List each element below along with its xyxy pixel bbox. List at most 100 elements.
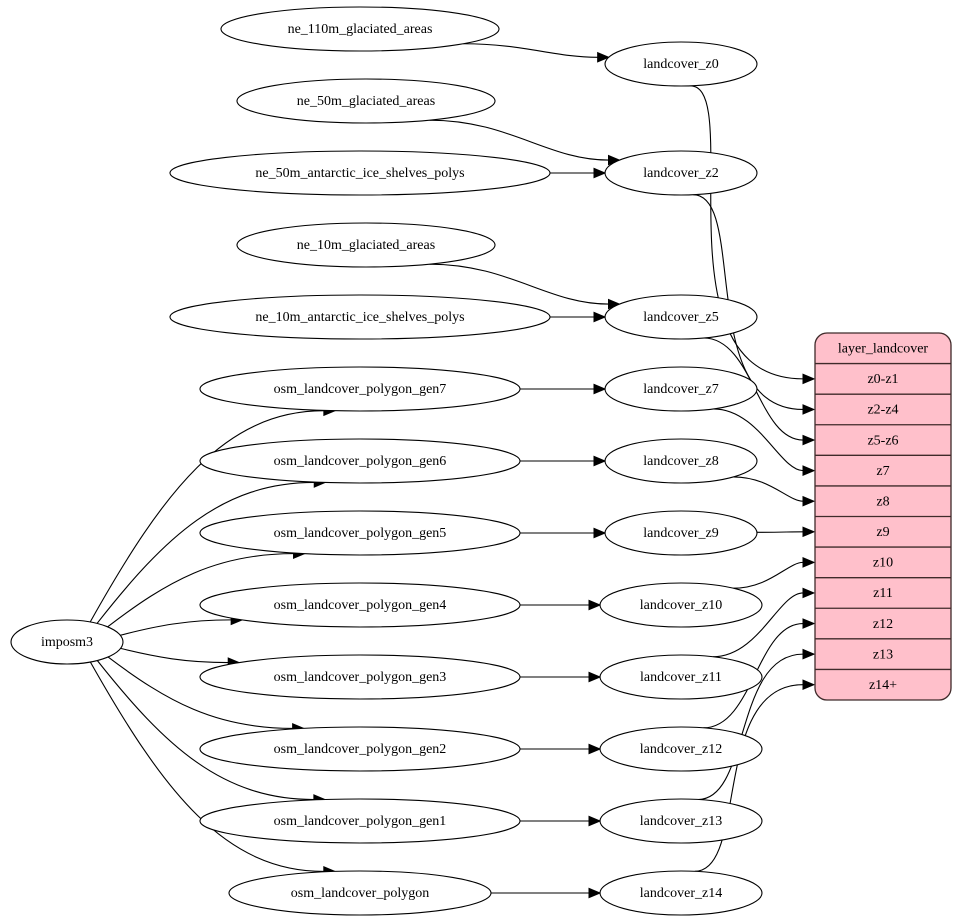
edge-arrowhead: [802, 434, 816, 446]
node-label-landcover_z11: landcover_z11: [640, 670, 722, 685]
node-shape-landcover_z14: [599, 870, 763, 916]
node-osm_landcover_polygon_gen3[interactable]: osm_landcover_polygon_gen3: [199, 654, 521, 700]
edge-line: [756, 531, 804, 533]
edge-line: [89, 661, 324, 872]
node-landcover_z5[interactable]: landcover_z5: [604, 294, 758, 340]
node-label-landcover_z8: landcover_z8: [643, 454, 718, 469]
record-row-z12[interactable]: z12: [873, 617, 893, 632]
edge-osm_landcover_polygon_gen1-to-landcover_z13: [520, 815, 602, 827]
node-osm_landcover_polygon_gen1[interactable]: osm_landcover_polygon_gen1: [199, 798, 521, 844]
edge-arrowhead: [802, 526, 816, 538]
edge-arrowhead: [593, 383, 607, 395]
edge-line: [713, 408, 804, 472]
node-shape-osm_landcover_polygon_gen6: [199, 438, 521, 484]
record-row-z11[interactable]: z11: [873, 586, 893, 601]
node-landcover_z2[interactable]: landcover_z2: [604, 150, 758, 196]
node-landcover_z10[interactable]: landcover_z10: [599, 582, 763, 628]
edge-osm_landcover_polygon_gen7-to-landcover_z7: [520, 383, 607, 395]
node-ne_10m_antarctic_ice_shelves_polys[interactable]: ne_10m_antarctic_ice_shelves_polys: [169, 294, 551, 340]
edge-arrowhead: [593, 311, 607, 323]
record-row-z10[interactable]: z10: [873, 556, 893, 571]
node-label-osm_landcover_polygon_gen1: osm_landcover_polygon_gen1: [274, 814, 447, 829]
record-row-z13[interactable]: z13: [873, 647, 893, 662]
edge-line: [429, 119, 609, 161]
edge-arrowhead: [588, 743, 602, 755]
record-row-z9[interactable]: z9: [876, 525, 889, 540]
node-landcover_z9[interactable]: landcover_z9: [604, 510, 758, 556]
node-osm_landcover_polygon[interactable]: osm_landcover_polygon: [228, 870, 492, 916]
node-ne_10m_glaciated_areas[interactable]: ne_10m_glaciated_areas: [236, 222, 496, 268]
edge-arrowhead: [588, 671, 602, 683]
node-label-osm_landcover_polygon_gen4: osm_landcover_polygon_gen4: [274, 598, 447, 613]
edge-landcover_z7-to-layer_landcover-z7: [713, 408, 816, 476]
record-node-layer: layer_landcover z0-z1 z2-z4 z5-z6 z7 z8 z9 z10 z…: [814, 332, 952, 701]
node-shape-landcover_z9: [604, 510, 758, 556]
node-ne_50m_antarctic_ice_shelves_polys[interactable]: ne_50m_antarctic_ice_shelves_polys: [169, 150, 551, 196]
node-label-landcover_z12: landcover_z12: [640, 742, 722, 757]
node-ne_110m_glaciated_areas[interactable]: ne_110m_glaciated_areas: [220, 6, 500, 52]
edge-ne_10m_antarctic_ice_shelves_polys-to-landcover_z5: [550, 311, 607, 323]
node-shape-osm_landcover_polygon: [228, 870, 492, 916]
edge-line: [107, 553, 294, 628]
edge-line: [733, 561, 804, 589]
edge-arrowhead: [802, 404, 816, 415]
record-row-z14+[interactable]: z14+: [869, 678, 897, 693]
edge-arrowhead: [588, 599, 602, 611]
node-label-landcover_z7: landcover_z7: [643, 382, 718, 397]
node-label-landcover_z9: landcover_z9: [643, 526, 718, 541]
node-shape-landcover_z2: [604, 150, 758, 196]
record-node-layer_landcover[interactable]: layer_landcover z0-z1 z2-z4 z5-z6 z7 z8 z9 z10 z…: [814, 332, 952, 701]
node-shape-landcover_z0: [604, 41, 758, 87]
edge-imposm3-to-osm_landcover_polygon_gen4: [120, 614, 244, 636]
record-row-z2-z4[interactable]: z2-z4: [867, 403, 898, 418]
edge-landcover_z11-to-layer_landcover-z11: [712, 587, 816, 658]
node-landcover_z14[interactable]: landcover_z14: [599, 870, 763, 916]
edge-osm_landcover_polygon-to-landcover_z14: [490, 887, 602, 899]
node-label-ne_50m_antarctic_ice_shelves_polys: ne_50m_antarctic_ice_shelves_polys: [255, 166, 464, 181]
edge-osm_landcover_polygon_gen3-to-landcover_z11: [520, 671, 602, 683]
node-label-imposm3: imposm3: [41, 635, 93, 650]
record-header-label: layer_landcover: [838, 342, 929, 357]
node-osm_landcover_polygon_gen6[interactable]: osm_landcover_polygon_gen6: [199, 438, 521, 484]
node-shape-ne_50m_glaciated_areas: [236, 78, 496, 124]
node-shape-landcover_z12: [599, 726, 763, 772]
node-label-osm_landcover_polygon: osm_landcover_polygon: [291, 886, 429, 901]
node-label-landcover_z13: landcover_z13: [640, 814, 722, 829]
edge-arrowhead: [593, 167, 607, 179]
record-row-z0-z1[interactable]: z0-z1: [867, 372, 898, 387]
node-landcover_z7[interactable]: landcover_z7: [604, 366, 758, 412]
edge-osm_landcover_polygon_gen6-to-landcover_z8: [520, 455, 607, 467]
node-landcover_z12[interactable]: landcover_z12: [599, 726, 763, 772]
record-row-z8[interactable]: z8: [876, 494, 889, 509]
node-shape-ne_110m_glaciated_areas: [220, 6, 500, 52]
node-landcover_z11[interactable]: landcover_z11: [599, 654, 763, 700]
node-osm_landcover_polygon_gen4[interactable]: osm_landcover_polygon_gen4: [199, 582, 521, 628]
node-ne_50m_glaciated_areas[interactable]: ne_50m_glaciated_areas: [236, 78, 496, 124]
node-osm_landcover_polygon_gen2[interactable]: osm_landcover_polygon_gen2: [199, 726, 521, 772]
node-label-ne_50m_glaciated_areas: ne_50m_glaciated_areas: [297, 94, 435, 109]
node-landcover_z13[interactable]: landcover_z13: [599, 798, 763, 844]
edge-arrowhead: [588, 815, 602, 827]
node-imposm3[interactable]: imposm3: [10, 619, 124, 665]
edge-landcover_z0-to-layer_landcover-z0-z1: [690, 85, 816, 385]
edge-line: [429, 263, 609, 305]
edge-arrowhead: [802, 465, 816, 476]
edge-arrowhead: [588, 887, 602, 899]
edge-arrowhead: [802, 495, 816, 507]
edge-arrowhead: [802, 373, 816, 385]
node-label-osm_landcover_polygon_gen3: osm_landcover_polygon_gen3: [274, 670, 447, 685]
node-osm_landcover_polygon_gen5[interactable]: osm_landcover_polygon_gen5: [199, 510, 521, 556]
node-landcover_z0[interactable]: landcover_z0: [604, 41, 758, 87]
record-row-z5-z6[interactable]: z5-z6: [867, 433, 898, 448]
node-landcover_z8[interactable]: landcover_z8: [604, 438, 758, 484]
node-shape-landcover_z10: [599, 582, 763, 628]
node-label-landcover_z5: landcover_z5: [643, 310, 718, 325]
node-osm_landcover_polygon_gen7[interactable]: osm_landcover_polygon_gen7: [199, 366, 521, 412]
record-row-z7[interactable]: z7: [876, 464, 889, 479]
node-shape-ne_10m_glaciated_areas: [236, 222, 496, 268]
edge-landcover_z14-to-layer_landcover-z14+: [694, 679, 816, 872]
node-label-osm_landcover_polygon_gen2: osm_landcover_polygon_gen2: [274, 742, 447, 757]
edge-ne_110m_glaciated_areas-to-landcover_z0: [463, 43, 610, 63]
node-shape-osm_landcover_polygon_gen3: [199, 654, 521, 700]
